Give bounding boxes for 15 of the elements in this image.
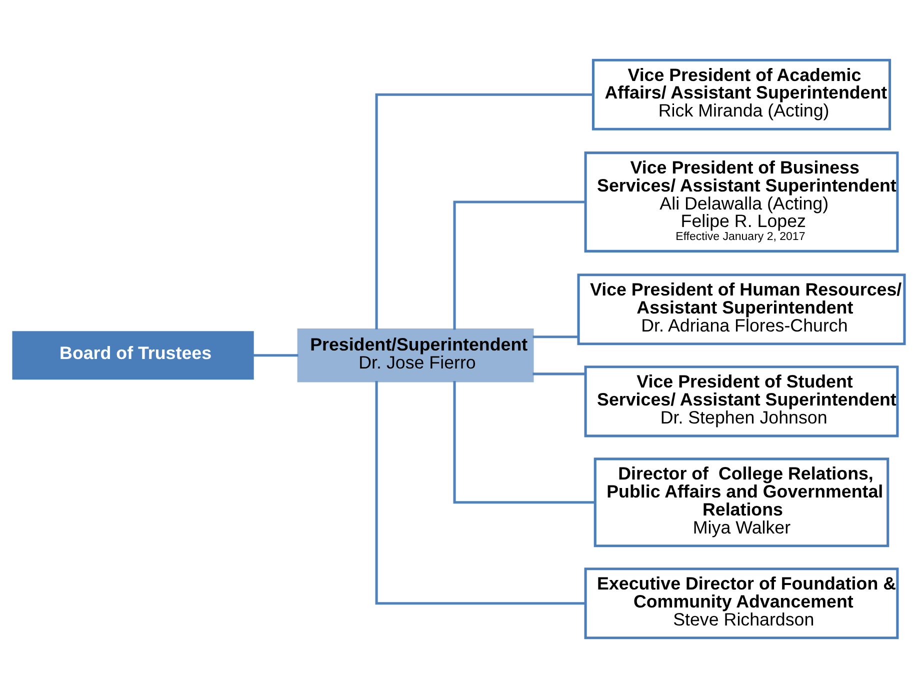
connector — [453, 200, 586, 330]
connector — [532, 372, 586, 376]
connector — [252, 354, 298, 357]
node-box: Vice President of Student Services/ Assistant Superintendent Dr. Stephen Johnson — [584, 366, 899, 438]
connector — [375, 381, 586, 605]
connector — [375, 93, 594, 330]
node-box: Executive Director of Foundation & Community Advancement Steve Richardson — [584, 568, 899, 640]
node-box: Vice President of Academic Affairs/ Assistant Superintendent Rick Miranda (Acting) — [592, 58, 892, 130]
node-box: Director of College Relations, Public Affairs and Governmental Relations Miya Walker — [594, 458, 890, 548]
node-box: Board of Trustees — [12, 331, 254, 380]
connector — [532, 336, 578, 338]
node-box: Vice President of Business Services/ Assistant Superintendent Ali Delawalla (Acting) Felipe R. Lopez Effective January 2, 2017 — [584, 152, 899, 252]
node-box: President/Superintendent Dr. Jose Fierro — [297, 328, 534, 382]
connector — [453, 381, 596, 504]
node-box: Vice President of Human Resources/ Assistant Superintendent Dr. Adriana Flores-Church — [577, 274, 906, 346]
